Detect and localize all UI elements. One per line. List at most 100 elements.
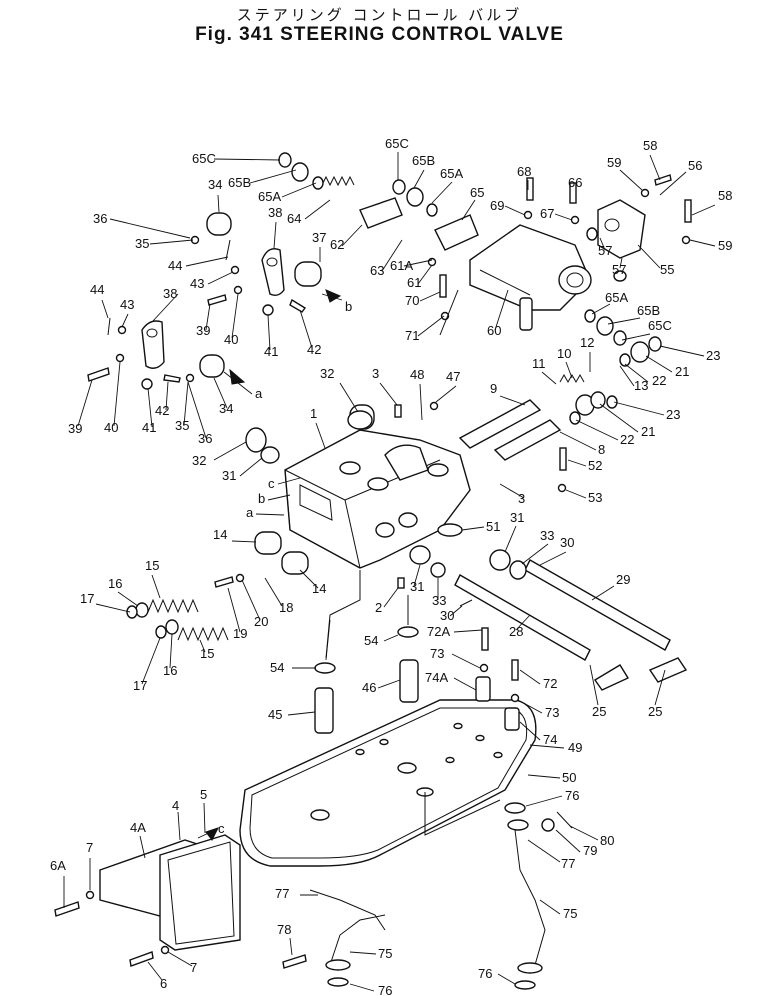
part-callout-c54_a: 54 <box>364 633 378 648</box>
part-callout-c69: 69 <box>490 198 504 213</box>
part-callout-c62: 62 <box>330 237 344 252</box>
title-japanese: ステアリング コントロール バルブ <box>236 6 523 24</box>
part-callout-c30_b: 30 <box>440 608 454 623</box>
part-callout-c77_b: 77 <box>275 886 289 901</box>
part-callout-c65B_m: 65B <box>412 153 435 168</box>
part-callout-cb2: b <box>258 491 265 506</box>
part-callout-c36_l: 36 <box>198 431 212 446</box>
part-callout-c11: 11 <box>532 356 546 371</box>
part-callout-c17_a: 17 <box>80 591 94 606</box>
caps <box>254 531 309 575</box>
part-callout-c1: 1 <box>310 406 317 421</box>
part-callout-c37: 37 <box>312 230 326 245</box>
part-callout-c19: 19 <box>233 626 247 641</box>
part-callout-c17_b: 17 <box>133 678 147 693</box>
part-callout-c14_a: 14 <box>213 527 227 542</box>
part-callout-c43_t: 43 <box>190 276 204 291</box>
part-callout-c46: 46 <box>362 680 376 695</box>
part-callout-c38_t: 38 <box>268 205 282 220</box>
part-callout-c4: 4 <box>172 798 179 813</box>
part-callout-c31_c: 31 <box>410 579 424 594</box>
part-callout-c16_b: 16 <box>163 663 177 678</box>
part-callout-c79: 79 <box>583 843 597 858</box>
part-callout-c61: 61 <box>407 275 421 290</box>
part-callout-c49: 49 <box>568 740 582 755</box>
part-callout-c3_b: 3 <box>518 491 525 506</box>
part-callout-c9: 9 <box>490 381 497 396</box>
part-callout-c47: 47 <box>446 369 460 384</box>
tubes <box>314 659 520 734</box>
part-callout-c7_a: 7 <box>86 840 93 855</box>
seal-rings <box>126 152 662 814</box>
part-callout-c68: 68 <box>517 164 531 179</box>
lever-lower <box>141 320 165 369</box>
bottom-plate <box>239 699 537 867</box>
part-callout-c63: 63 <box>370 263 384 278</box>
part-callout-c45: 45 <box>268 707 282 722</box>
part-callout-c25_a: 25 <box>592 704 606 719</box>
leader-lines <box>63 152 716 992</box>
part-callout-c65B_r: 65B <box>637 303 660 318</box>
part-callout-c76_b: 76 <box>378 983 392 996</box>
part-callout-c10: 10 <box>557 346 571 361</box>
part-callout-c76_c: 76 <box>478 966 492 981</box>
part-callout-c80: 80 <box>600 833 614 848</box>
part-callout-c65A_r: 65A <box>605 290 628 305</box>
part-callout-c35_l: 35 <box>175 418 189 433</box>
part-callout-c44_t: 44 <box>168 258 182 273</box>
part-callout-c33_b: 33 <box>432 593 446 608</box>
part-callout-c38_l: 38 <box>163 286 177 301</box>
part-callout-c65C_r: 65C <box>648 318 672 333</box>
part-callout-c6A: 6A <box>50 858 66 873</box>
part-callout-c20: 20 <box>254 614 268 629</box>
part-callout-c44_l: 44 <box>90 282 104 297</box>
part-callout-c78: 78 <box>277 922 291 937</box>
part-callout-c65C_t: 65C <box>192 151 216 166</box>
part-callout-c58_a: 58 <box>643 138 657 153</box>
part-callout-cc1: c <box>268 476 275 491</box>
part-callout-c51: 51 <box>486 519 500 534</box>
part-callout-c13: 13 <box>634 378 648 393</box>
part-callout-c2: 2 <box>375 600 382 615</box>
part-callout-c75_b: 75 <box>378 946 392 961</box>
part-callout-c15_b: 15 <box>200 646 214 661</box>
reference-arrows <box>205 289 342 841</box>
part-callout-cb1: b <box>345 299 352 314</box>
part-callout-c23_b: 23 <box>666 407 680 422</box>
part-callout-c25_b: 25 <box>648 704 662 719</box>
part-callout-c32_a: 32 <box>320 366 334 381</box>
upper-valve-body <box>469 224 592 331</box>
part-callout-c39_m: 39 <box>196 323 210 338</box>
part-callout-c64: 64 <box>287 211 301 226</box>
pins <box>107 239 573 829</box>
part-callout-c41_m: 41 <box>264 344 278 359</box>
part-callout-c57_a: 57 <box>598 243 612 258</box>
part-callout-c35_t: 35 <box>135 236 149 251</box>
part-callout-c16_a: 16 <box>108 576 122 591</box>
shafts <box>454 559 688 691</box>
bolts <box>54 174 692 969</box>
part-callout-c74: 74 <box>543 732 557 747</box>
part-callout-c76_a: 76 <box>565 788 579 803</box>
part-callout-c72A: 72A <box>427 624 450 639</box>
part-callout-c50: 50 <box>562 770 576 785</box>
part-callout-c18: 18 <box>279 600 293 615</box>
part-callout-c65_m: 65 <box>470 185 484 200</box>
part-callout-c22_a: 22 <box>652 373 666 388</box>
part-callout-c15_a: 15 <box>145 558 159 573</box>
part-callout-c77_a: 77 <box>561 856 575 871</box>
part-callout-c43_l: 43 <box>120 297 134 312</box>
rollers <box>199 212 375 430</box>
part-callout-c65A_m: 65A <box>440 166 463 181</box>
part-callout-c34_l: 34 <box>219 401 233 416</box>
part-callout-ca2: a <box>246 505 254 520</box>
springs <box>147 175 585 642</box>
construction-lines <box>325 289 501 836</box>
part-callout-c67: 67 <box>540 206 554 221</box>
part-callout-c7_b: 7 <box>190 960 197 975</box>
part-callout-c40_l: 40 <box>104 420 118 435</box>
part-callout-c60: 60 <box>487 323 501 338</box>
part-callout-c33_a: 33 <box>540 528 554 543</box>
part-callout-c22_b: 22 <box>620 432 634 447</box>
